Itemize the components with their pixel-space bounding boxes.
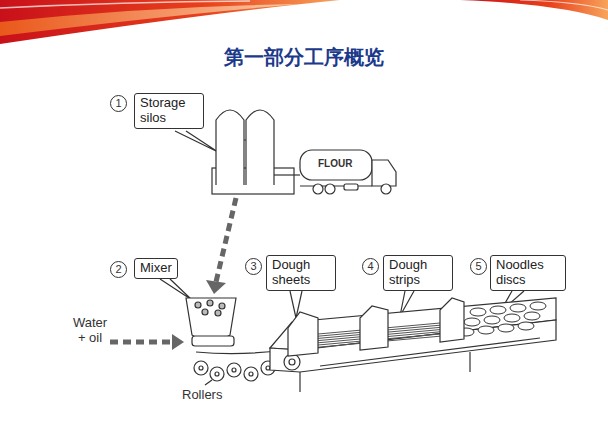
callout-box: Dough sheets [266, 255, 336, 291]
callout-box: Storage silos [134, 93, 204, 129]
callout-number: 2 [110, 261, 127, 278]
noodle-discs [458, 302, 546, 336]
callout-text: Mixer [140, 261, 172, 276]
callout-box: Noodles discs [490, 255, 566, 291]
flow-arrows [110, 198, 236, 350]
callout-number: 3 [245, 258, 262, 275]
conveyor [270, 298, 556, 392]
gantry [288, 298, 464, 356]
callout-text: Dough strips [389, 258, 447, 288]
storage-silos [212, 110, 300, 194]
callout-number: 5 [470, 258, 487, 275]
flour-truck [300, 150, 396, 194]
slide-title: 第一部分工序概览 [0, 44, 608, 71]
callout-number: 4 [362, 258, 379, 275]
callout-text: Storage silos [140, 96, 198, 126]
input-label: Water + oil [70, 316, 110, 346]
callout-text: Noodles discs [496, 258, 560, 288]
mixer [186, 298, 236, 346]
callout-text: Dough sheets [272, 258, 330, 288]
tank-label: FLOUR [318, 158, 352, 170]
callout-box: Mixer [134, 258, 178, 279]
callout-tail [160, 131, 524, 318]
corner-swoosh [0, 0, 608, 44]
part-label: Rollers [182, 388, 222, 403]
callout-number: 1 [110, 95, 127, 112]
callout-box: Dough strips [383, 255, 453, 291]
